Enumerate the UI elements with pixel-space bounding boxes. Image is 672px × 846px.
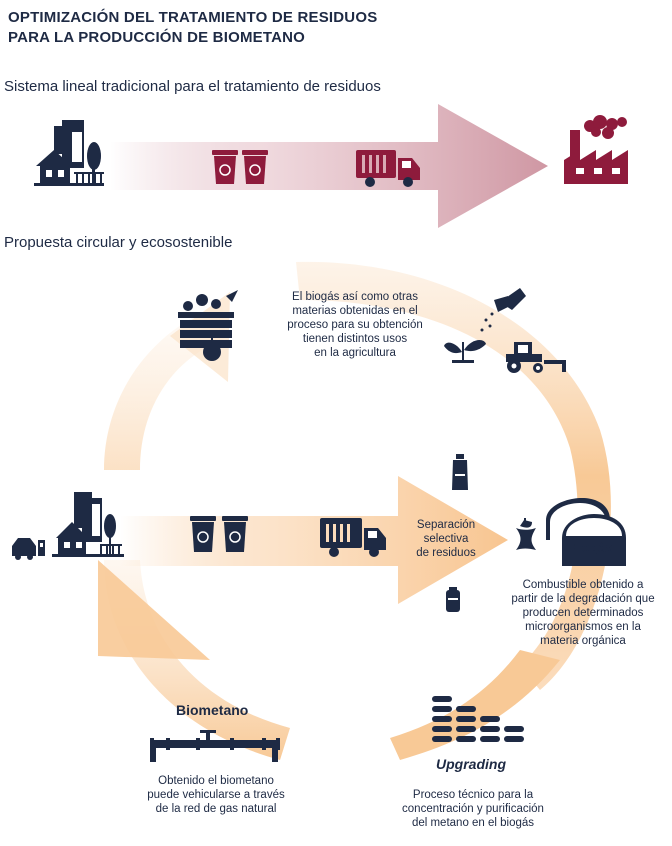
biogas-label: Biogás (568, 540, 614, 555)
plant-icon (444, 340, 486, 363)
city-car-icon (12, 492, 124, 560)
apple-core-icon (516, 518, 536, 550)
linear-heading: Sistema lineal tradicional para el trata… (4, 78, 381, 95)
title-line-1: OPTIMIZACIÓN DEL TRATAMIENTO DE RESIDUOS (8, 9, 378, 26)
recycling-bins-icon-2 (190, 516, 248, 552)
page-title: OPTIMIZACIÓN DEL TRATAMIENTO DE RESIDUOS… (8, 8, 377, 48)
upgrading-description: Proceso técnico para la concentración y … (402, 789, 544, 829)
garbage-truck-icon (356, 150, 420, 187)
linear-arrow (110, 104, 548, 228)
biomethane-label: Biometano (176, 702, 249, 718)
separation-arrow (120, 476, 508, 604)
gas-pipeline-icon (150, 730, 280, 762)
title-line-2: PARA LA PRODUCCIÓN DE BIOMETANO (8, 29, 306, 46)
garbage-truck-icon-2 (320, 518, 386, 557)
sowing-hand-icon (480, 288, 526, 332)
can-icon (446, 587, 460, 612)
separation-description: Separación selectiva de residuos (416, 519, 476, 559)
biogas-description: Combustible obtenido a partir de la degr… (511, 579, 655, 647)
biogas-tank-icon (546, 498, 626, 566)
biomethane-description: Obtenido el biometano puede vehicularse … (147, 775, 285, 815)
vegetable-crate-icon (178, 290, 238, 361)
circular-heading: Propuesta circular y ecosostenible (4, 234, 233, 251)
recycling-bins-icon (212, 150, 268, 184)
city-icon (34, 120, 104, 186)
plastic-bottle-icon (452, 454, 468, 490)
factory-icon (564, 115, 628, 184)
circular-arrow-right (296, 261, 611, 760)
upgrading-stack-icon (432, 696, 524, 742)
upgrading-label: Upgrading (436, 756, 506, 772)
tractor-icon (506, 342, 566, 373)
agriculture-description: El biogás así como otras materias obteni… (287, 291, 423, 359)
